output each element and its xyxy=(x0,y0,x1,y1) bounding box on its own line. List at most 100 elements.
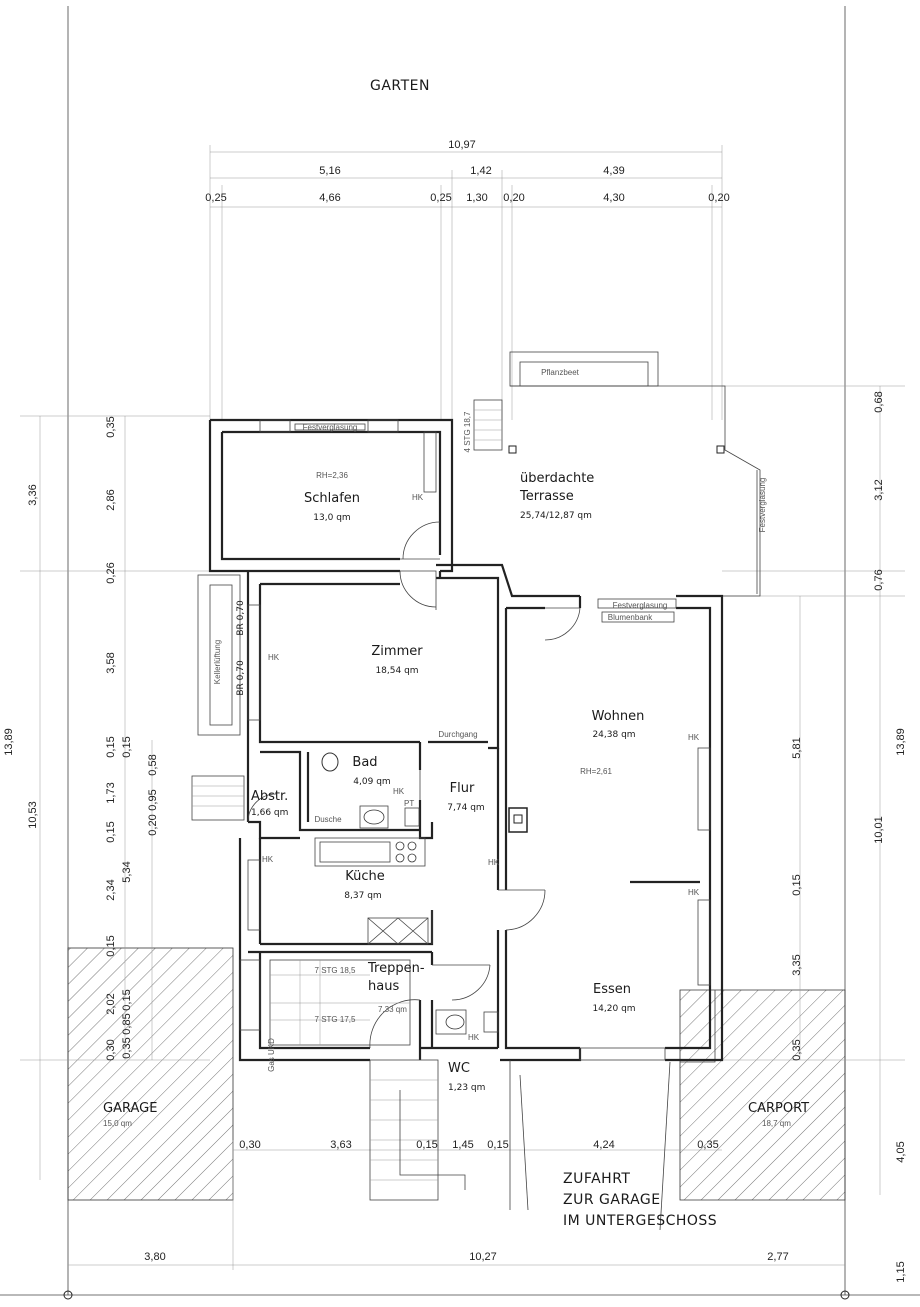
label-rh-wohnen: RH=2,61 xyxy=(580,767,612,776)
dim-left-i4: 3,58 xyxy=(105,652,117,673)
dim-top-d3: 0,25 xyxy=(430,192,451,204)
dim-bot-b1: 0,30 xyxy=(239,1139,260,1151)
label-kueche: Küche xyxy=(345,869,385,884)
dim-left-outer-total: 13,89 xyxy=(3,728,15,756)
dim-right-r6: 0,15 xyxy=(791,874,803,895)
fixtures xyxy=(314,752,528,1035)
label-essen-area: 14,20 qm xyxy=(592,1004,635,1014)
label-flur: Flur xyxy=(450,781,475,796)
label-dusche: Dusche xyxy=(314,815,342,824)
dim-right-r8: 0,35 xyxy=(791,1039,803,1060)
dim-left-j2: 0,58 xyxy=(147,754,159,775)
label-zimmer-area: 18,54 qm xyxy=(375,666,418,676)
dim-bot-b6: 4,24 xyxy=(593,1139,614,1151)
dim-left-i10: 2,02 xyxy=(105,993,117,1014)
label-bad-area: 4,09 qm xyxy=(353,777,390,787)
walls xyxy=(208,418,724,1062)
dim-left-j5: 0,15 xyxy=(121,989,133,1010)
dim-right-r3: 0,76 xyxy=(873,569,885,590)
doors xyxy=(247,521,581,1049)
label-hk-wc: HK xyxy=(468,1033,480,1042)
dim-right-r2: 3,12 xyxy=(873,479,885,500)
label-wohnen-area: 24,38 qm xyxy=(592,730,635,740)
terrace-structure xyxy=(473,351,761,597)
label-hk-bad: HK xyxy=(393,787,405,796)
dim-top-b: 1,42 xyxy=(470,165,491,177)
right-dimensions xyxy=(722,385,905,1195)
dim-left-j4: 0,95 xyxy=(147,789,159,810)
windows xyxy=(197,419,711,1061)
dim-right-total: 13,89 xyxy=(895,728,907,756)
label-br-2: BR 0,70 xyxy=(236,660,246,696)
label-pflanzbeet: Pflanzbeet xyxy=(541,368,580,377)
label-garten: GARTEN xyxy=(370,78,430,94)
label-hk-wohnen: HK xyxy=(688,733,700,742)
dim-top-d7: 0,20 xyxy=(708,192,729,204)
top-dimensions xyxy=(209,145,723,420)
label-hk-essen: HK xyxy=(688,888,700,897)
dim-top-d5: 0,20 xyxy=(503,192,524,204)
dim-bot-b4: 1,45 xyxy=(452,1139,473,1151)
label-hk-kueche: HK xyxy=(262,855,274,864)
dim-bot-b3: 0,15 xyxy=(416,1139,437,1151)
dim-left-i9: 0,15 xyxy=(105,935,117,956)
dim-bot-c1: 3,80 xyxy=(144,1251,165,1263)
label-durchgang: Durchgang xyxy=(438,730,477,739)
dim-left-mid-a: 5,34 xyxy=(121,861,133,882)
label-blumenbank: Blumenbank xyxy=(608,613,653,622)
dim-left-i1: 0,35 xyxy=(105,416,117,437)
label-essen: Essen xyxy=(593,982,631,997)
label-flur-area: 7,74 qm xyxy=(447,803,484,813)
dim-left-j3: 0,20 xyxy=(147,814,159,835)
dim-left-outer-a: 3,36 xyxy=(27,484,39,505)
dim-top-d1: 0,25 xyxy=(205,192,226,204)
dim-left-i2: 2,86 xyxy=(105,489,117,510)
label-stg2: 7 STG 17,5 xyxy=(315,1015,356,1024)
label-kueche-area: 8,37 qm xyxy=(344,891,381,901)
label-terrasse-2: Terrasse xyxy=(519,489,574,504)
label-hk-zimmer: HK xyxy=(268,653,280,662)
dim-bot-b2: 3,63 xyxy=(330,1139,351,1151)
label-terrasse-1: überdachte xyxy=(520,471,594,486)
bottom-dimensions xyxy=(68,1140,845,1270)
dim-left-j6: 0,85 xyxy=(121,1013,133,1034)
dim-right-r1: 0,68 xyxy=(873,391,885,412)
dim-left-i8: 2,34 xyxy=(105,879,117,900)
dim-top-d4: 1,30 xyxy=(466,192,487,204)
label-zimmer: Zimmer xyxy=(371,644,423,659)
dim-top-d6: 4,30 xyxy=(603,192,624,204)
label-hk-flur: HK xyxy=(488,858,500,867)
label-pt: PT xyxy=(404,799,414,808)
label-abstr-area: 1,66 qm xyxy=(251,808,288,818)
left-dimensions xyxy=(20,415,210,1180)
label-treppen-1: Treppen- xyxy=(367,961,425,976)
label-wohnen: Wohnen xyxy=(592,709,645,724)
dim-right-r10: 1,15 xyxy=(895,1261,907,1282)
dim-left-i6: 1,73 xyxy=(105,782,117,803)
label-carport: CARPORT xyxy=(748,1101,809,1116)
label-treppen-2: haus xyxy=(368,979,399,994)
dim-top-c: 4,39 xyxy=(603,165,624,177)
label-schlafen: Schlafen xyxy=(304,491,360,506)
label-zufahrt-3: IM UNTERGESCHOSS xyxy=(563,1213,717,1229)
label-zufahrt-1: ZUFAHRT xyxy=(563,1171,630,1187)
dim-bot-c3: 2,77 xyxy=(767,1251,788,1263)
dim-left-i7: 0,15 xyxy=(105,821,117,842)
label-garage-area: 15,0 qm xyxy=(103,1119,132,1128)
dim-bot-b7: 0,35 xyxy=(697,1139,718,1151)
dim-right-r5: 5,81 xyxy=(791,737,803,758)
label-rh-schlafen: RH=2,36 xyxy=(316,471,348,480)
label-terrasse-area: 25,74/12,87 qm xyxy=(520,511,592,521)
dim-left-i5: 0,15 xyxy=(105,736,117,757)
dim-top-d2: 4,66 xyxy=(319,192,340,204)
dim-top-total: 10,97 xyxy=(448,139,476,151)
label-wc-area: 1,23 qm xyxy=(448,1083,485,1093)
label-bad: Bad xyxy=(352,755,377,770)
label-br-1: BR 0,70 xyxy=(236,600,246,636)
dim-top-a: 5,16 xyxy=(319,165,340,177)
label-gas: Gas UKD xyxy=(267,1038,276,1072)
label-zufahrt-2: ZUR GARAGE xyxy=(563,1192,661,1208)
dim-left-i3: 0,26 xyxy=(105,562,117,583)
carport-hatch xyxy=(679,989,846,1201)
